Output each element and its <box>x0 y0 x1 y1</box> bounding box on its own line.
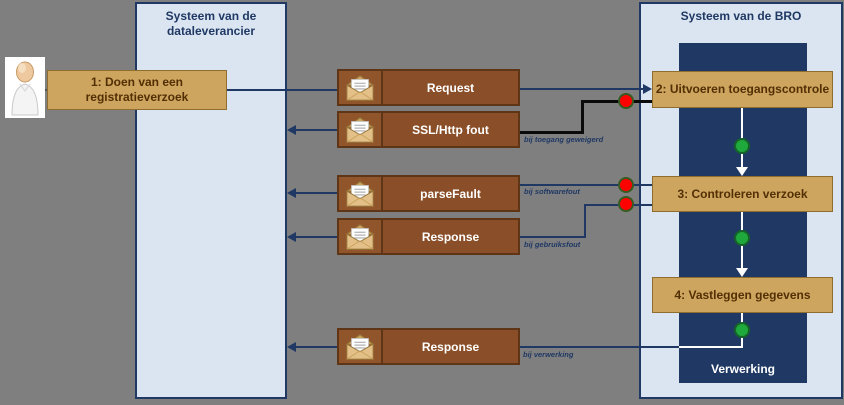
envelope-icon <box>339 113 383 146</box>
annotation-access-denied: bij toegang geweigerd <box>524 135 604 144</box>
access-denied-line-top <box>581 100 652 103</box>
processing-label: Verwerking <box>710 362 776 376</box>
success-dot-3 <box>734 322 750 338</box>
success-dot-1 <box>734 138 750 154</box>
message-response-check-label: Response <box>421 229 480 244</box>
annotation-usage-error: bij gebruiksfout <box>524 240 581 249</box>
step-1-box: 1: Doen van een registratieverzoek <box>47 70 227 110</box>
access-denied-line-vertical <box>581 100 584 134</box>
message-response-final-box: Response <box>337 328 520 365</box>
arrowhead-into-step2-icon <box>643 84 652 94</box>
message-ssl-fout-box: SSL/Http fout <box>337 111 520 148</box>
message-ssl-fout-label: SSL/Http fout <box>412 122 489 137</box>
response-final-return-line <box>296 346 337 348</box>
response-final-line <box>520 346 679 348</box>
data-supplier-lane: Systeem van de dataleverancier <box>135 2 287 399</box>
arrowhead-response-check-icon <box>287 232 296 242</box>
response-check-return-line <box>296 236 337 238</box>
arrowhead-ssl-fout-icon <box>287 125 296 135</box>
message-request-box: Request <box>337 69 520 106</box>
usage-error-line-bottom <box>520 236 586 238</box>
access-denied-line-bottom <box>520 131 584 134</box>
data-supplier-actor <box>5 57 45 118</box>
error-dot-software <box>618 177 634 193</box>
arrow-down-step4-icon <box>736 268 748 277</box>
flow-line-response-exit <box>679 346 743 348</box>
message-parsefault-label: parseFault <box>420 186 481 201</box>
request-line-right <box>520 88 646 90</box>
parsefault-error-line <box>520 184 652 186</box>
arrow-down-step3-icon <box>736 167 748 176</box>
arrowhead-parsefault-icon <box>287 188 296 198</box>
error-dot-usage <box>618 196 634 212</box>
envelope-icon <box>339 220 383 253</box>
request-line-left <box>227 89 337 91</box>
message-response-check-box: Response <box>337 218 520 255</box>
message-request-label: Request <box>426 80 475 95</box>
usage-error-line-vertical <box>584 204 586 238</box>
error-dot-access-control <box>618 93 634 109</box>
bro-lane-title: Systeem van de BRO <box>680 9 802 23</box>
envelope-icon <box>339 71 383 104</box>
person-icon <box>11 61 39 116</box>
step-2-box: 2: Uitvoeren toegangscontrole <box>652 71 833 108</box>
annotation-software-error: bij softwarefout <box>524 187 580 196</box>
envelope-icon <box>339 177 383 210</box>
data-supplier-lane-title: Systeem van de dataleverancier <box>165 9 257 38</box>
arrowhead-response-final-icon <box>287 342 296 352</box>
parsefault-return-line <box>296 192 337 194</box>
annotation-processing: bij verwerking <box>523 350 574 359</box>
message-parsefault-box: parseFault <box>337 175 520 212</box>
step-3-box: 3: Controleren verzoek <box>652 176 833 212</box>
step-4-box: 4: Vastleggen gegevens <box>652 277 833 313</box>
envelope-icon <box>339 330 383 363</box>
success-dot-2 <box>734 230 750 246</box>
message-response-final-label: Response <box>421 339 480 354</box>
ssl-fout-return-line <box>296 129 337 131</box>
